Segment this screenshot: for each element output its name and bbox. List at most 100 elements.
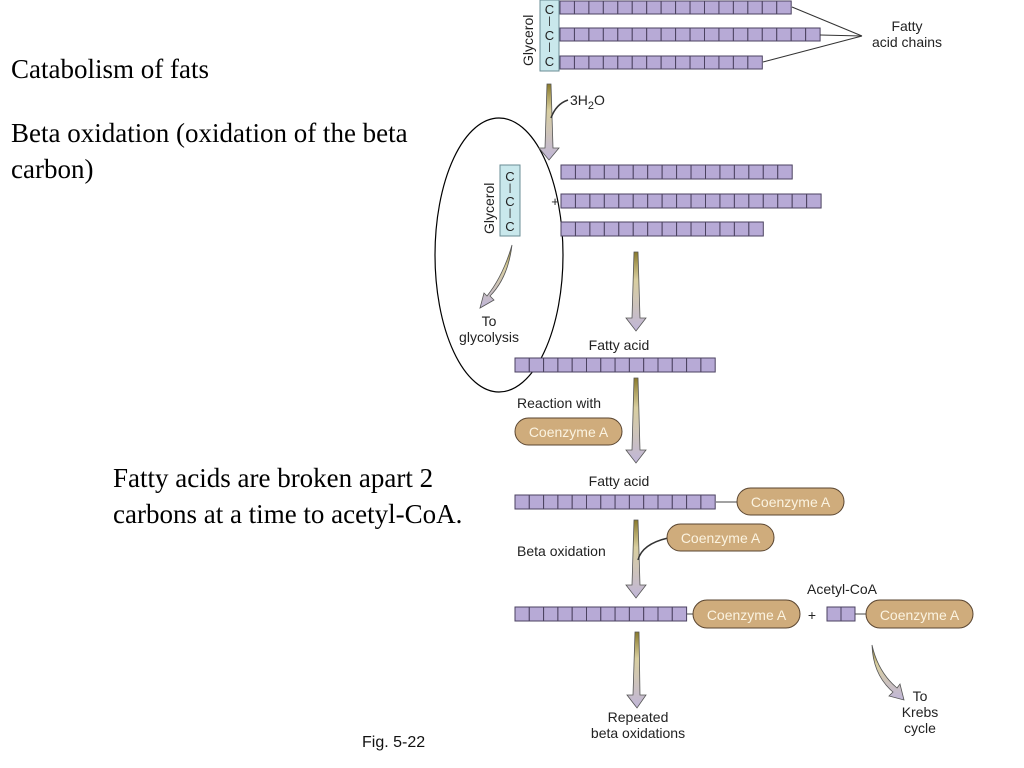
carbon-segment [557, 606, 573, 622]
carbon-segment [661, 164, 678, 180]
glycerol-label: Glycerol [481, 183, 497, 234]
carbon-segment [514, 606, 530, 622]
carbon-segment [589, 193, 605, 209]
coenzyme-a-pill-bound: Coenzyme A [736, 487, 845, 516]
carbon-segment [791, 193, 808, 209]
carbon-segment [600, 494, 616, 510]
carbon-segment [574, 164, 591, 180]
carbon-segment [671, 494, 688, 510]
fatty-acid-label-2: Fatty acid [589, 473, 650, 489]
carbon-segment [560, 221, 576, 237]
fatty-acid-chain [514, 357, 716, 373]
carbon-segment [643, 606, 659, 622]
carbon-segment [646, 0, 662, 15]
carbon-segment [748, 193, 764, 209]
carbon-segment [733, 221, 750, 237]
carbon-segment [559, 55, 575, 70]
carbon-segment [600, 357, 616, 373]
carbon-segment [559, 27, 575, 42]
carbon-segment [777, 164, 793, 180]
carbon-segment [631, 55, 648, 70]
carbon-segment [705, 193, 721, 209]
to-krebs-label-2: Krebs [902, 704, 939, 720]
plus-sign-2: + [808, 607, 816, 623]
bond: | [509, 183, 512, 194]
carbon-segment [661, 193, 678, 209]
carbon-segment [732, 0, 749, 15]
glycerol-carbon: C [505, 194, 514, 209]
svg-text:Coenzyme A: Coenzyme A [707, 607, 787, 623]
carbon-segment [588, 27, 604, 42]
carbon-segment [543, 357, 559, 373]
to-krebs-label-1: To [913, 688, 928, 704]
carbon-segment [602, 0, 619, 15]
slide-heading: Catabolism of fats [11, 54, 209, 84]
carbon-segment [574, 193, 591, 209]
carbon-segment [718, 55, 734, 70]
glycerol-carbon: C [545, 54, 554, 69]
carbon-segment [560, 164, 576, 180]
carbon-segment [571, 494, 588, 510]
carbon-segment [603, 193, 620, 209]
carbon-segment [732, 55, 749, 70]
svg-text:Coenzyme A: Coenzyme A [681, 530, 761, 546]
carbon-segment [528, 606, 545, 622]
glycerol-carbon: C [545, 2, 554, 17]
carbon-segment [631, 27, 648, 42]
carbon-segment [748, 221, 764, 237]
carbon-segment [719, 221, 735, 237]
carbon-segment [777, 193, 793, 209]
carbon-segment [631, 0, 648, 15]
carbon-segment [618, 221, 634, 237]
carbon-segment [628, 357, 645, 373]
carbon-segment [747, 0, 763, 15]
coenzyme-a-pill-incoming: Coenzyme A [666, 523, 775, 552]
carbon-segment [614, 606, 630, 622]
carbon-segment [586, 606, 602, 622]
carbon-segment [643, 494, 659, 510]
carbon-segment [614, 494, 630, 510]
carbon-segment [603, 221, 620, 237]
carbon-segment [806, 193, 822, 209]
carbon-segment [718, 27, 734, 42]
fatty-acid-chains-label-2: acid chains [872, 34, 942, 50]
carbon-segment [573, 27, 590, 42]
carbon-segment [602, 27, 619, 42]
carbon-segment [700, 494, 716, 510]
carbon-segment [617, 55, 633, 70]
carbon-segment [700, 357, 716, 373]
carbon-segment [559, 0, 575, 15]
carbon-segment [560, 193, 576, 209]
carbon-segment [588, 55, 604, 70]
down-arrow-1 [625, 251, 647, 332]
carbon-segment [586, 494, 602, 510]
carbon-segment [671, 357, 688, 373]
carbon-segment [733, 193, 750, 209]
carbon-segment [704, 27, 720, 42]
carbon-segment [617, 0, 633, 15]
free-fatty-acid-chains [560, 164, 822, 237]
carbon-segment [776, 27, 792, 42]
carbon-segment [573, 55, 590, 70]
carbon-segment [614, 357, 630, 373]
carbon-segment [689, 27, 705, 42]
carbon-segment [628, 494, 645, 510]
carbon-segment [514, 494, 530, 510]
carbon-segment [762, 193, 779, 209]
acetyl-chain [826, 606, 856, 622]
carbon-segment [675, 27, 691, 42]
carbon-segment [573, 0, 590, 15]
carbon-segment [676, 221, 692, 237]
slide-subheading: Beta oxidation (oxidation of the beta ca… [11, 118, 408, 184]
bond: | [509, 208, 512, 219]
beta-oxidation-arrow [625, 519, 669, 599]
carbon-segment [543, 494, 559, 510]
carbon-segment [675, 55, 691, 70]
carbon-segment [776, 0, 792, 15]
carbon-segment [762, 164, 779, 180]
glycerol-block-top: C | C | C Glycerol [520, 0, 560, 72]
fatty-acid-chains-label-1: Fatty [891, 18, 922, 34]
coenzyme-a-pill-shortened: Coenzyme A [692, 599, 801, 629]
carbon-segment [747, 55, 763, 70]
carbon-segment [528, 494, 545, 510]
